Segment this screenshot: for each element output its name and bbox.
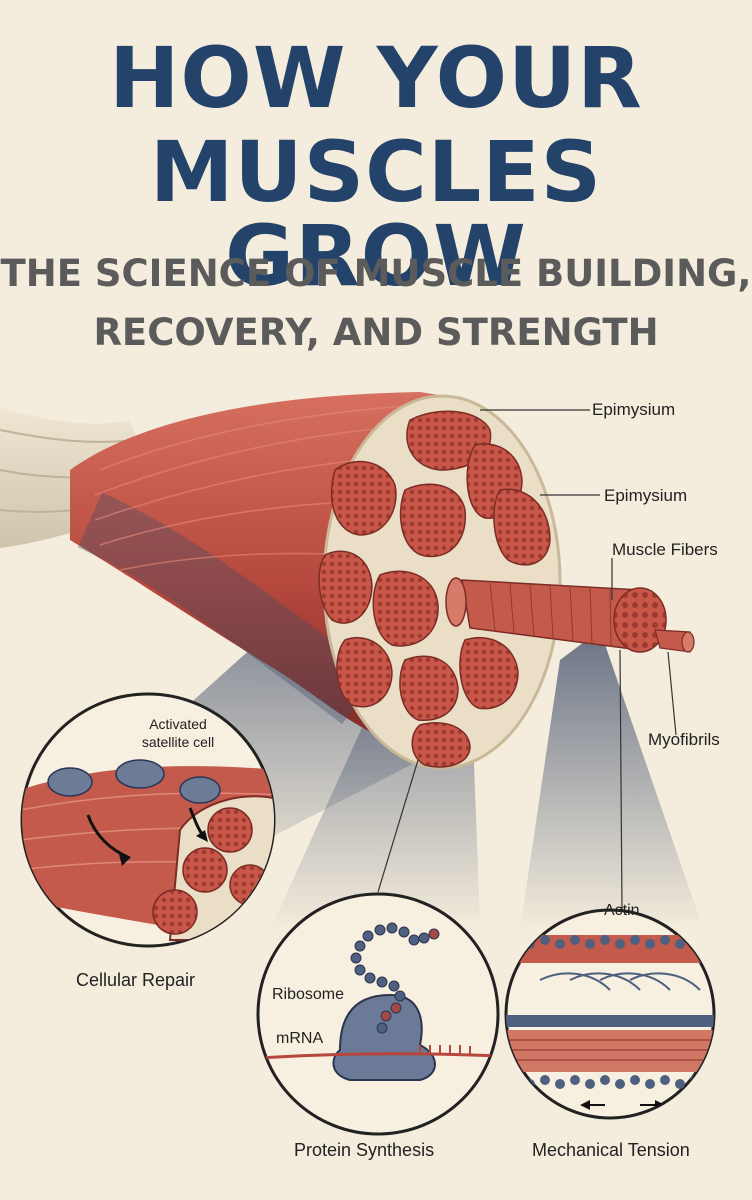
label-actin: Actin xyxy=(604,902,640,919)
subtitle-line-1: THE SCIENCE OF MUSCLE BUILDING, xyxy=(0,252,752,295)
label-mrna: mRNA xyxy=(276,1030,324,1047)
label-epimysium-2: Epimysium xyxy=(604,486,688,505)
protein-synthesis-art xyxy=(259,922,498,1081)
label-activated-satellite-cell: Activated satellite cell xyxy=(128,716,228,751)
subtitle-line-2: RECOVERY, AND STRENGTH xyxy=(93,311,659,354)
caption-mechanical-tension: Mechanical Tension xyxy=(532,1140,690,1160)
muscle-fiber-rod xyxy=(445,577,695,653)
caption-cellular-repair: Cellular Repair xyxy=(76,970,196,990)
label-epimysium-1: Epimysium xyxy=(592,400,676,419)
mechanical-tension-art xyxy=(506,935,714,1110)
label-satellite-cell: satellite cell xyxy=(141,733,215,750)
title-line-2: MUSCLES GROW xyxy=(149,123,603,305)
label-activated: Activated xyxy=(149,716,207,732)
fascicles xyxy=(318,410,551,768)
leader-lines xyxy=(377,409,677,911)
caption-protein-synthesis: Protein Synthesis xyxy=(294,1140,435,1160)
label-muscle-fibers: Muscle Fibers xyxy=(612,540,718,559)
title-line-1: HOW YOUR xyxy=(109,29,643,127)
cellular-repair-art xyxy=(22,759,274,946)
label-myofibrils: Myofibrils xyxy=(648,730,720,749)
label-ribosome: Ribosome xyxy=(272,986,345,1003)
